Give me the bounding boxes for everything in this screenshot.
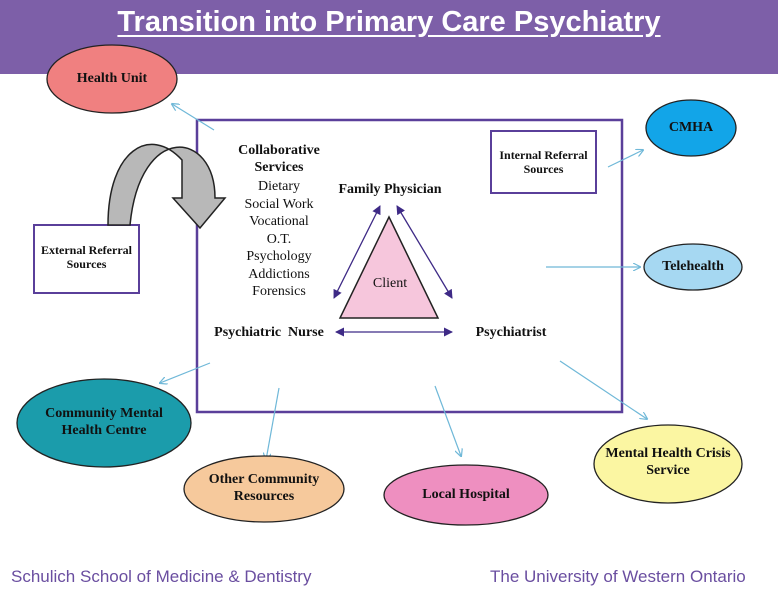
- arrow-to-cmha: [607, 150, 643, 168]
- arrow-to-crisis-service: [559, 360, 647, 419]
- community-mhc-node: [16, 378, 192, 468]
- collab-item: Social Work: [244, 196, 314, 212]
- arrow-to-other-community: [266, 387, 280, 460]
- telehealth-label: Telehealth: [662, 259, 724, 274]
- external-referral-label: External Referral Sources: [41, 243, 132, 272]
- footer-university: The University of Western Ontario: [490, 567, 746, 586]
- footer-school: Schulich School of Medicine & Dentistry: [11, 567, 312, 586]
- local-hospital-node: [383, 464, 549, 526]
- family-physician-label: Family Physician: [338, 182, 442, 197]
- collab-item: Psychology: [246, 249, 312, 264]
- internal-referral-label: Internal Referral Sources: [499, 148, 588, 177]
- health-unit-node: [46, 44, 178, 114]
- page-title: Transition into Primary Care Psychiatry: [117, 6, 661, 38]
- client-label: Client: [372, 276, 408, 291]
- local-hospital-label: Local Hospital: [422, 487, 510, 502]
- arrow-to-community-mhc: [160, 362, 211, 383]
- crisis-service-label: Mental Health Crisis Service: [605, 446, 731, 478]
- psychiatrist-label: Psychiatrist: [475, 325, 547, 340]
- physician-psychiatrist-arrow: [396, 205, 453, 299]
- collab-item: Addictions: [248, 266, 310, 282]
- internal-referral-box: [490, 130, 597, 194]
- crisis-service-node: [593, 424, 743, 504]
- other-community-node: [183, 455, 345, 523]
- external-referral-box: [33, 224, 140, 294]
- telehealth-node: [643, 243, 743, 291]
- collab-item: O.T.: [266, 231, 292, 247]
- collab-item: Forensics: [252, 284, 306, 299]
- collaborative-heading: Collaborative Services: [238, 143, 320, 175]
- arrow-to-local-hospital: [434, 385, 461, 456]
- health-unit-label: Health Unit: [76, 71, 148, 86]
- cmha-label: CMHA: [668, 120, 714, 135]
- physician-nurse-arrow: [333, 205, 381, 299]
- collab-item: Vocational: [249, 214, 309, 229]
- psychiatric-nurse-label: Psychiatric Nurse: [214, 325, 324, 340]
- cmha-node: [645, 99, 737, 157]
- collaborative-items-list: Dietary Social Work Vocational O.T. Psyc…: [219, 178, 339, 301]
- other-community-label: Other Community Resources: [208, 472, 320, 504]
- collab-item: Dietary: [258, 179, 300, 194]
- referral-curved-arrow: [107, 143, 227, 230]
- arrow-to-health-unit: [172, 104, 215, 131]
- community-mhc-label: Community Mental Health Centre: [45, 406, 163, 438]
